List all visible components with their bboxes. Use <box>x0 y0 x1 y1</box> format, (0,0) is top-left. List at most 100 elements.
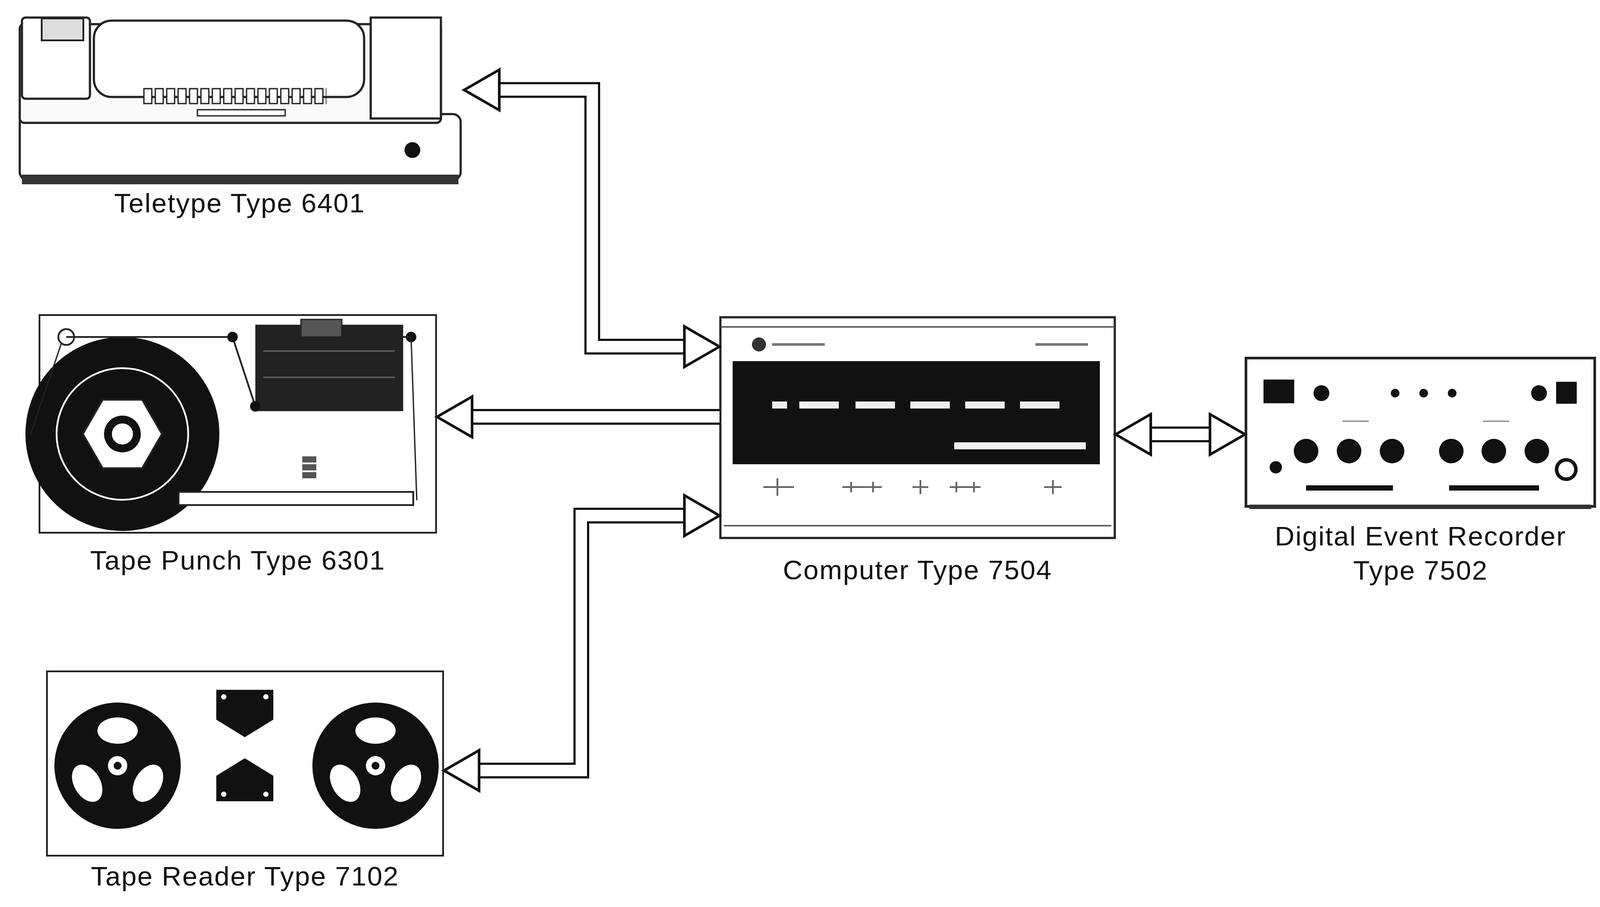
rect-part <box>255 324 404 412</box>
circle-part <box>1438 438 1464 464</box>
arrow-head <box>684 326 720 367</box>
line-part <box>263 376 395 379</box>
polygon-part <box>216 689 274 738</box>
polygon-part <box>82 399 162 469</box>
rect-part <box>1263 379 1295 404</box>
hollow-arrow <box>1115 414 1246 455</box>
event-recorder-drawing <box>1245 357 1595 509</box>
circle-part <box>1379 438 1405 464</box>
g-part <box>763 478 1062 496</box>
rect-part <box>1245 357 1595 507</box>
teletype-unit: Teletype Type 6401 <box>15 15 465 221</box>
device-label: Teletype Type 6401 <box>20 186 460 221</box>
circle-part <box>1531 385 1547 401</box>
circle-part <box>1447 388 1457 398</box>
arrow-shaft-fill <box>497 89 687 347</box>
use-part <box>312 702 439 829</box>
computer-unit: Computer Type 7504 <box>719 316 1116 588</box>
arrow-shaft-fill <box>477 515 687 771</box>
line-part <box>411 336 417 501</box>
circle-part <box>1556 459 1576 480</box>
line-part <box>1035 343 1089 346</box>
polygon-part <box>216 758 274 802</box>
circle-part <box>103 415 141 453</box>
circle-part <box>1390 388 1400 398</box>
arrow-shaft-outline <box>477 515 687 771</box>
tape-reader-unit: Tape Reader Type 7102 <box>46 671 444 894</box>
circle-part <box>1336 438 1362 464</box>
arrow-head <box>443 750 480 791</box>
circle-part <box>404 142 421 158</box>
arrow-head <box>436 396 473 437</box>
line-part <box>66 336 233 338</box>
tape-punch-drawing <box>25 314 437 533</box>
arrow-head <box>684 495 720 536</box>
computer-drawing <box>720 317 1115 538</box>
circle-part <box>111 423 133 445</box>
line-part <box>1342 420 1369 423</box>
path-part <box>842 481 882 493</box>
circle-part <box>56 368 189 500</box>
line-part <box>720 326 1115 328</box>
rect-part <box>93 20 365 97</box>
rect-part <box>370 17 441 119</box>
rect-part <box>46 671 444 856</box>
rect-part <box>720 317 1115 538</box>
teletype-drawing <box>19 17 461 185</box>
circle-part <box>1313 385 1330 401</box>
path-part <box>949 481 981 493</box>
rect-part <box>1306 485 1393 491</box>
g-part <box>772 401 1086 450</box>
arrow-shaft-outline <box>470 408 720 425</box>
circle-part <box>1524 438 1550 464</box>
path-part <box>912 479 929 494</box>
rect-part <box>1249 504 1592 509</box>
arrow-shaft-outline <box>497 89 687 347</box>
rect-part <box>855 401 895 409</box>
line-part <box>1482 420 1510 423</box>
tape-punch-unit: Tape Punch Type 6301 <box>38 314 437 578</box>
rect-part <box>302 456 317 463</box>
rect-part <box>178 491 414 505</box>
line-part <box>403 336 412 338</box>
hollow-arrow <box>464 69 720 367</box>
rect-part <box>143 86 327 108</box>
rect-part <box>910 401 950 409</box>
rect-part <box>1020 401 1060 409</box>
rect-part <box>772 401 788 409</box>
rect-part <box>732 361 1100 465</box>
circle-part <box>1419 388 1429 398</box>
rect-part <box>302 472 317 479</box>
tape-reader-drawing <box>46 671 444 856</box>
circle-part <box>250 400 261 412</box>
path-part <box>763 478 795 496</box>
rect-part <box>21 174 459 185</box>
circle-part <box>221 694 227 700</box>
hollow-arrow <box>443 495 720 791</box>
circle-part <box>751 337 766 352</box>
device-label: Computer Type 7504 <box>720 552 1116 588</box>
line-part <box>30 343 62 434</box>
device-label: Tape Reader Type 7102 <box>47 859 443 894</box>
device-label: Tape Punch Type 6301 <box>40 543 436 578</box>
rect-part <box>954 442 1086 450</box>
rect-part <box>197 109 286 116</box>
rect-part <box>799 401 839 409</box>
arrow-head <box>1115 414 1151 455</box>
hollow-arrow <box>436 396 720 437</box>
circle-part <box>1269 461 1282 474</box>
line-part <box>232 336 256 407</box>
rect-part <box>21 17 90 99</box>
arrow-head <box>1209 414 1246 455</box>
rect-part <box>41 18 84 41</box>
circle-part <box>263 694 269 700</box>
circle-part <box>227 331 238 343</box>
use-part <box>54 702 181 829</box>
circle-part <box>263 791 269 797</box>
arrow-shaft-fill <box>1148 428 1212 441</box>
circle-part <box>1481 438 1507 464</box>
rect-part <box>300 319 342 337</box>
line-part <box>263 350 395 352</box>
